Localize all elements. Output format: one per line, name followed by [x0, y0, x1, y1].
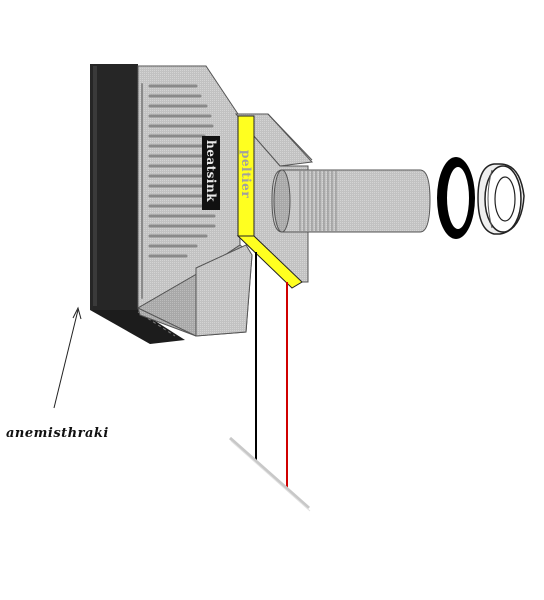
- fan-callout: anemisthraki: [6, 306, 109, 441]
- heatsink-ridge: [137, 307, 197, 337]
- heatsink-label-plate: [202, 136, 220, 210]
- board-edge-shadow: [230, 440, 311, 512]
- fan-bottom-face: [90, 310, 185, 344]
- callout-arrow-line: [53, 309, 79, 409]
- tube-body: [271, 169, 431, 233]
- tube-back-end: [273, 169, 291, 233]
- fan-highlight: [93, 66, 97, 306]
- wires: [255, 252, 288, 488]
- nut: [477, 163, 525, 235]
- heatsink: heatsink: [137, 65, 253, 337]
- fan-front-face: [90, 64, 138, 310]
- peltier-plate-bottom: [236, 235, 303, 289]
- board-edge: [229, 436, 310, 510]
- threaded-tube: [271, 169, 431, 233]
- heatsink-label: heatsink: [204, 140, 218, 202]
- peltier-label: peltier: [239, 150, 253, 198]
- nut-inner-hole: [494, 176, 516, 222]
- peltier: peltier: [236, 115, 303, 289]
- nut-chamfer: [487, 169, 493, 229]
- fan: [90, 64, 185, 344]
- o-ring-inner: [447, 167, 469, 229]
- heatsink-fins: [148, 84, 216, 258]
- fan-label: anemisthraki: [6, 426, 109, 441]
- chamber-edge: [267, 113, 313, 161]
- heatsink-bottom-facet: [195, 244, 253, 337]
- callout-arrowhead: [72, 306, 82, 320]
- o-ring: [437, 157, 475, 239]
- tube-threads: [299, 170, 337, 232]
- power-board: [229, 436, 311, 512]
